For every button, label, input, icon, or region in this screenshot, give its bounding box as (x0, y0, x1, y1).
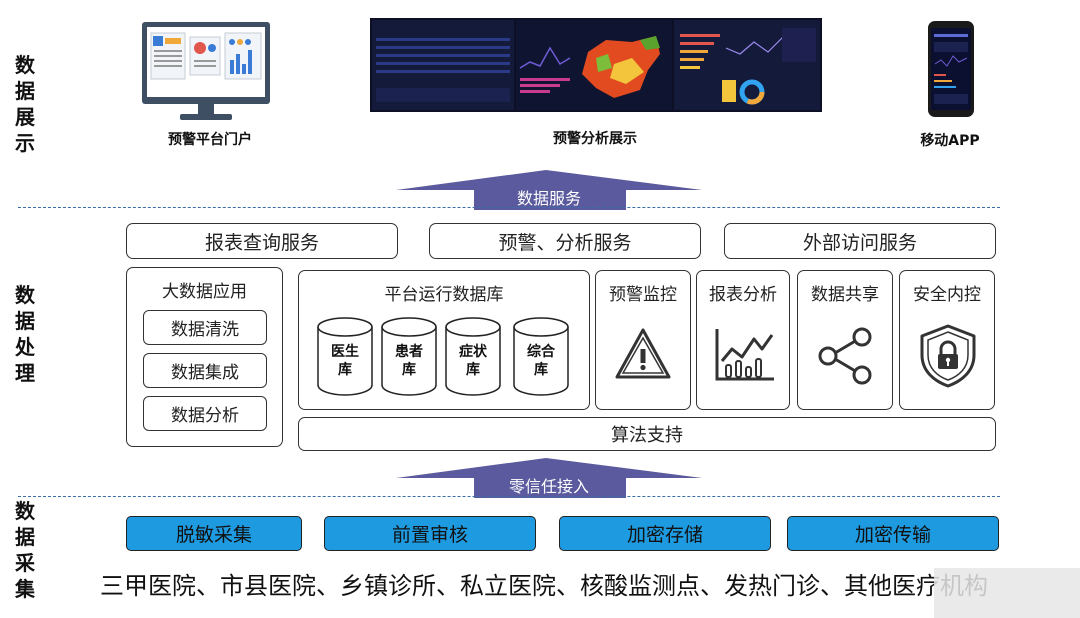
layer-label-processing: 数据处理 (10, 282, 40, 386)
module-report-analysis[interactable]: 报表分析 (696, 270, 790, 410)
db-label: 症状库 (445, 343, 501, 379)
service-warning-analysis[interactable]: 预警、分析服务 (429, 223, 701, 259)
db-label-line2: 库 (338, 362, 352, 378)
db-label-line2: 库 (466, 362, 480, 378)
db-label-line1: 医生 (331, 344, 359, 360)
bigdata-item-analyze[interactable]: 数据分析 (143, 396, 267, 431)
module-title: 报表分析 (709, 285, 777, 305)
mobile-phone (927, 20, 975, 118)
data-service-arrow: 数据服务 (396, 170, 702, 210)
module-title: 预警监控 (609, 285, 677, 305)
portal-monitor (140, 20, 272, 124)
service-report-query[interactable]: 报表查询服务 (126, 223, 398, 259)
collect-encrypt-store[interactable]: 加密存储 (559, 516, 771, 551)
warning-icon (615, 328, 671, 379)
layer-label-display: 数据展示 (10, 52, 40, 156)
db-doctor-icon[interactable]: 医生库 (317, 317, 373, 397)
db-label-line1: 症状 (459, 344, 487, 360)
divider-bottom (18, 496, 1000, 497)
mobile-caption: 移动APP (920, 133, 980, 149)
platform-db-panel: 平台运行数据库 医生库 患者库 症状库 综合库 (298, 270, 590, 410)
collect-desensitize[interactable]: 脱敏采集 (126, 516, 302, 551)
bigdata-item-clean[interactable]: 数据清洗 (143, 310, 267, 345)
share-icon (818, 327, 872, 385)
divider-top (18, 207, 1000, 208)
data-sources: 三甲医院、市县医院、乡镇诊所、私立医院、核酸监测点、发热门诊、其他医疗机构 (100, 572, 988, 600)
data-service-label: 数据服务 (516, 189, 581, 208)
db-label: 综合库 (513, 343, 569, 379)
layer-text: 数据处理 (15, 283, 35, 385)
zero-trust-arrow: 零信任接入 (396, 458, 702, 498)
shield-lock-icon (920, 324, 976, 388)
db-label-line2: 库 (534, 362, 548, 378)
db-label-line1: 综合 (527, 344, 555, 360)
db-comprehensive-icon[interactable]: 综合库 (513, 317, 569, 397)
analysis-caption: 预警分析展示 (553, 131, 637, 147)
db-label-line1: 患者 (395, 344, 423, 360)
layer-text: 数据采集 (15, 499, 35, 601)
bigdata-item-integrate[interactable]: 数据集成 (143, 353, 267, 388)
collect-pre-review[interactable]: 前置审核 (324, 516, 536, 551)
module-data-sharing[interactable]: 数据共享 (797, 270, 893, 410)
service-external-access[interactable]: 外部访问服务 (724, 223, 996, 259)
db-label: 患者库 (381, 343, 437, 379)
watermark-overlay (934, 568, 1080, 618)
layer-text: 数据展示 (15, 53, 35, 155)
platform-db-title: 平台运行数据库 (384, 285, 504, 305)
module-security-control[interactable]: 安全内控 (899, 270, 995, 410)
zero-trust-label: 零信任接入 (508, 477, 589, 496)
analysis-dashboard (370, 18, 822, 112)
module-title: 安全内控 (913, 285, 981, 305)
algorithm-support[interactable]: 算法支持 (298, 417, 996, 451)
db-patient-icon[interactable]: 患者库 (381, 317, 437, 397)
bigdata-title: 大数据应用 (162, 282, 247, 302)
chart-icon (715, 329, 774, 381)
db-symptom-icon[interactable]: 症状库 (445, 317, 501, 397)
db-label-line2: 库 (402, 362, 416, 378)
layer-label-collection: 数据采集 (10, 498, 40, 602)
db-label: 医生库 (317, 343, 373, 379)
bigdata-panel: 大数据应用 数据清洗 数据集成 数据分析 (126, 267, 283, 447)
module-warning-monitor[interactable]: 预警监控 (595, 270, 691, 410)
portal-caption: 预警平台门户 (168, 132, 252, 148)
module-title: 数据共享 (811, 285, 879, 305)
collect-encrypt-transmit[interactable]: 加密传输 (787, 516, 999, 551)
